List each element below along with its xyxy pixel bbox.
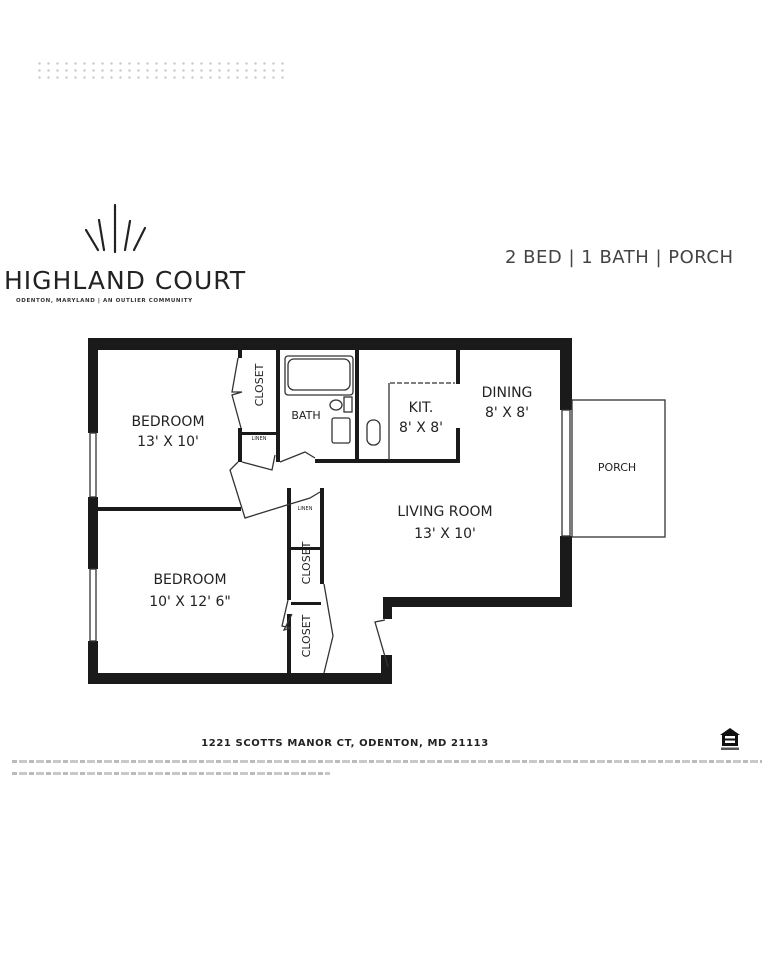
linen-label: LINEN	[252, 436, 267, 442]
room-name: PORCH	[598, 461, 636, 474]
room-name: LIVING ROOM	[397, 504, 492, 520]
room-name: BATH	[291, 409, 320, 422]
fixtures-doors	[89, 355, 666, 674]
floor-plan: BEDROOM 13' X 10' BEDROOM 10' X 12' 6" B…	[88, 338, 666, 684]
room-name: DINING	[482, 385, 533, 401]
closet-label: CLOSET	[300, 614, 313, 657]
room-size: 13' X 10'	[137, 434, 199, 450]
room-name: BEDROOM	[131, 414, 204, 430]
closet-label: CLOSET	[253, 363, 266, 406]
disclaimer-fine-print	[12, 760, 762, 784]
room-name: KIT.	[409, 400, 434, 416]
brand-tagline: ODENTON, MARYLAND | AN OUTLIER COMMUNITY	[16, 298, 193, 304]
walls	[88, 338, 572, 684]
closet-label: CLOSET	[300, 541, 313, 584]
room-name: BEDROOM	[153, 572, 226, 588]
unit-summary: 2 BED | 1 BATH | PORCH	[505, 247, 734, 268]
faded-scan-text	[35, 60, 285, 82]
room-size: 8' X 8'	[485, 405, 529, 421]
linen-label: LINEN	[298, 506, 313, 512]
room-size: 10' X 12' 6"	[149, 594, 231, 610]
equal-housing-opportunity-icon	[720, 728, 740, 750]
room-size: 13' X 10'	[414, 526, 476, 542]
property-address: 1221 SCOTTS MANOR CT, ODENTON, MD 21113	[201, 738, 489, 749]
room-size: 8' X 8'	[399, 420, 443, 436]
brand-name: HIGHLAND COURT	[4, 266, 247, 295]
logo-rays-icon	[84, 203, 147, 254]
